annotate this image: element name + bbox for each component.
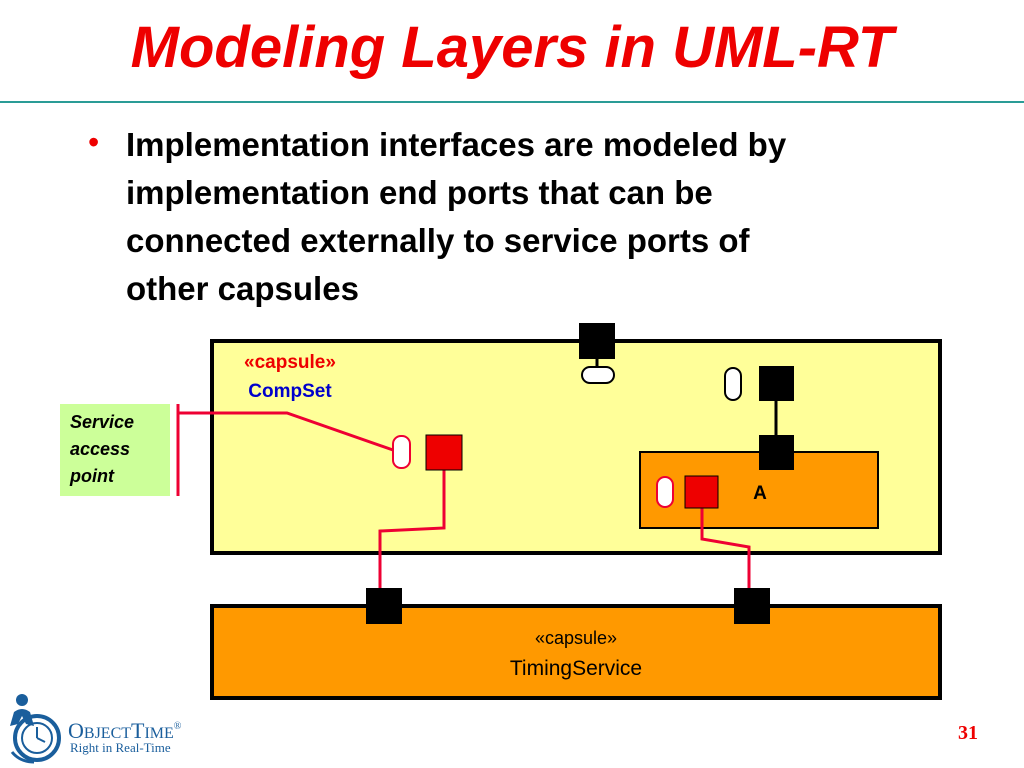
bullet-line: implementation end ports that can be <box>126 174 713 211</box>
compset-name: CompSet <box>248 381 332 402</box>
a-timing-connector <box>700 508 751 590</box>
bullet-line: Implementation interfaces are modeled by <box>126 126 787 163</box>
slide-title: Modeling Layers in UML-RT <box>130 15 894 80</box>
sap-connector <box>178 411 394 452</box>
compset-timing-connector <box>378 470 446 590</box>
compset-stereotype: «capsule» <box>244 352 336 373</box>
sap-line: Service <box>70 412 134 432</box>
capsule-a-service-conjugate-port <box>656 476 674 508</box>
timing-service-port-left <box>366 588 402 624</box>
service-access-point-box <box>60 404 170 496</box>
bullet-marker: • <box>88 124 100 160</box>
objectime-logo: OBJECTTIME® Right in Real-Time <box>10 694 182 764</box>
compset-relay-conjugate-port <box>724 367 742 401</box>
compset-top-port <box>579 323 615 359</box>
timing-service-stereotype: «capsule» <box>535 628 617 648</box>
service-access-point-label: Service access point <box>69 412 139 486</box>
logo-wordmark: OBJECTTIME® <box>68 718 182 743</box>
capsule-a-service-port <box>684 475 719 509</box>
sap-line: point <box>69 466 115 486</box>
compset-service-port <box>425 434 463 471</box>
clock-figure-icon <box>10 694 61 764</box>
bullet-line: connected externally to service ports of <box>126 222 750 259</box>
title-divider <box>0 101 1024 103</box>
bullet-text: Implementation interfaces are modeled by… <box>126 121 966 313</box>
timing-service-capsule <box>210 604 942 700</box>
compset-top-conjugate-port <box>581 366 615 384</box>
capsule-a-top-port <box>759 435 794 470</box>
capsule-a-name: A <box>753 483 767 504</box>
compset-relay-port <box>759 366 794 401</box>
page-number: 31 <box>958 722 978 744</box>
timing-service-port-right <box>734 588 770 624</box>
logo-tagline: Right in Real-Time <box>70 740 171 755</box>
sap-line: access <box>70 439 130 459</box>
compset-service-conjugate-port <box>392 435 411 469</box>
bullet-line: other capsules <box>126 270 359 307</box>
timing-service-name: TimingService <box>510 657 642 680</box>
